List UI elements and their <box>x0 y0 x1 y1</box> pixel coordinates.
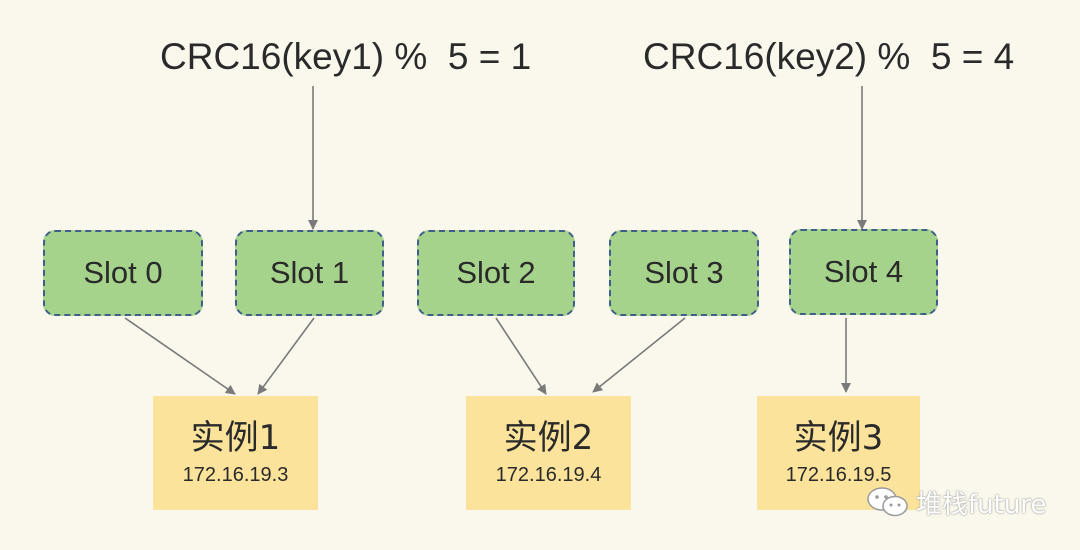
instance-ip: 172.16.19.4 <box>495 464 602 486</box>
slot-0: Slot 0 <box>43 230 203 316</box>
instance-name: 实例2 <box>503 418 594 458</box>
slot-2: Slot 2 <box>417 230 575 316</box>
instance-ip: 172.16.19.5 <box>785 464 892 486</box>
arrow-slot3-to-instance2 <box>592 317 686 393</box>
instance-3: 实例3 172.16.19.5 <box>757 396 920 510</box>
wechat-logo-icon <box>867 487 908 517</box>
watermark-text: 堆栈future <box>916 489 1047 520</box>
slot-4: Slot 4 <box>789 229 938 315</box>
instance-1: 实例1 172.16.19.3 <box>153 396 318 510</box>
watermark: 堆栈future <box>866 482 1046 522</box>
slot-3: Slot 3 <box>609 230 759 316</box>
arrow-slot0-to-instance1 <box>124 317 236 395</box>
slot-1: Slot 1 <box>235 230 384 316</box>
formula-key2: CRC16(key2) % 5 = 4 <box>643 36 1015 77</box>
arrow-slot1-to-instance1 <box>257 317 315 395</box>
instance-ip: 172.16.19.3 <box>182 464 289 486</box>
instance-name: 实例3 <box>793 418 884 458</box>
instance-2: 实例2 172.16.19.4 <box>466 396 631 510</box>
formula-key1: CRC16(key1) % 5 = 1 <box>160 36 532 77</box>
instance-name: 实例1 <box>190 418 281 458</box>
arrow-slot2-to-instance2 <box>495 317 547 395</box>
